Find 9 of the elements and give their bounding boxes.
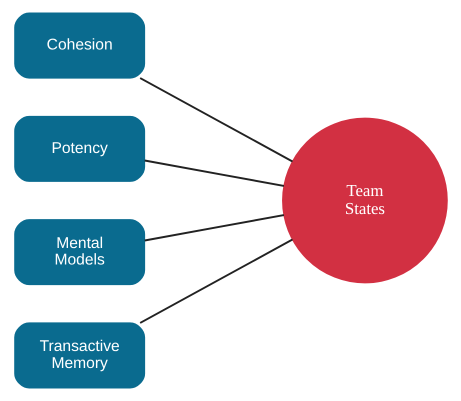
node-box: Cohesion: [14, 12, 145, 79]
node-box: Transactive Memory: [14, 322, 145, 388]
node-box: Potency: [14, 116, 145, 182]
connector: [139, 238, 292, 324]
connector: [139, 77, 292, 162]
node-box: Mental Models: [14, 219, 145, 286]
connector: [144, 214, 284, 242]
node-circle: Team States: [282, 118, 448, 284]
connector: [144, 160, 284, 187]
